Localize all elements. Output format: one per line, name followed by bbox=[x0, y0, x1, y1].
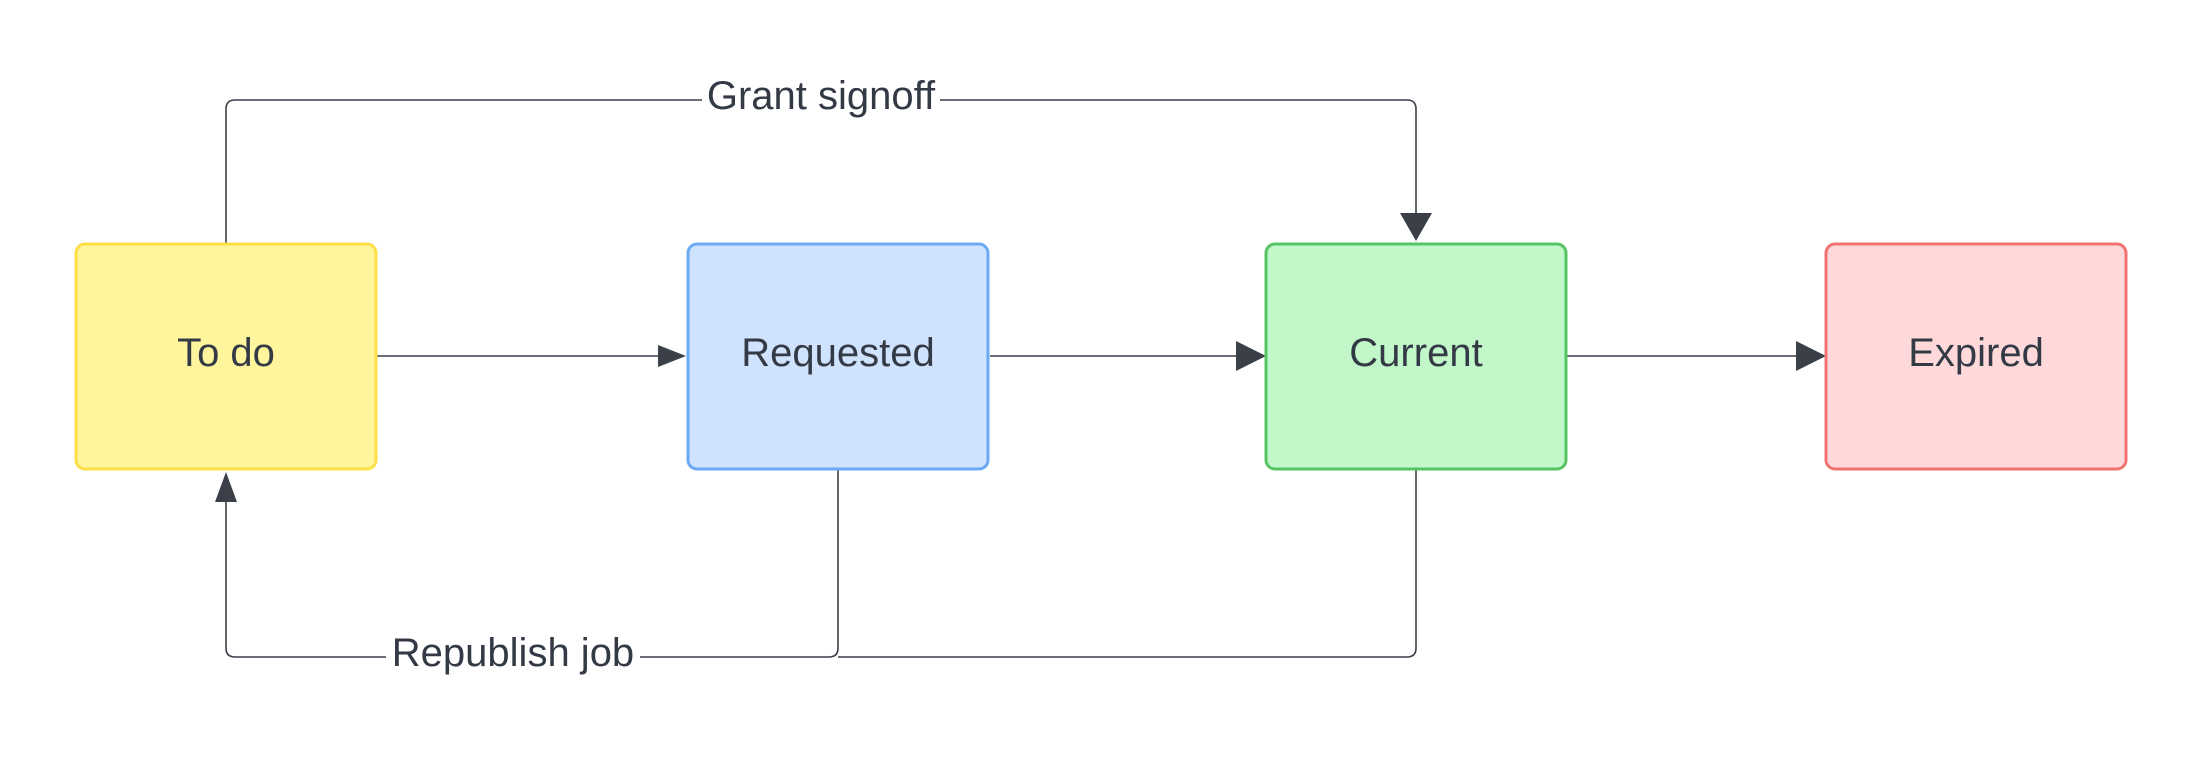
node-todo-label: To do bbox=[177, 331, 275, 375]
arrowhead-current-icon bbox=[1236, 341, 1266, 371]
node-current-box bbox=[1264, 242, 1568, 471]
republish-job-label: Republish job bbox=[392, 631, 634, 675]
node-current[interactable]: Current bbox=[1264, 242, 1568, 471]
node-expired[interactable]: Expired bbox=[1824, 242, 2128, 471]
node-requested[interactable]: Requested bbox=[686, 242, 990, 471]
node-requested-label: Requested bbox=[741, 331, 934, 375]
edge-republish-job bbox=[225, 470, 839, 658]
node-requested-box bbox=[686, 242, 990, 471]
node-todo-box bbox=[74, 242, 378, 471]
arrowhead-requested-icon bbox=[658, 345, 686, 367]
arrowhead-republish-job-icon bbox=[215, 472, 237, 502]
edge-labels: Grant signoff Republish job bbox=[386, 74, 940, 677]
node-current-label: Current bbox=[1349, 331, 1482, 375]
node-todo[interactable]: To do bbox=[74, 242, 378, 471]
grant-signoff-label: Grant signoff bbox=[707, 74, 936, 118]
node-expired-label: Expired bbox=[1908, 331, 2044, 375]
node-expired-box bbox=[1824, 242, 2128, 471]
connectors bbox=[215, 99, 1826, 658]
edge-grant-signoff bbox=[225, 99, 1417, 243]
nodes: To do Requested Current Expired bbox=[74, 242, 2128, 471]
arrowhead-expired-icon bbox=[1796, 341, 1826, 371]
arrowhead-grant-signoff-icon bbox=[1400, 213, 1432, 241]
edge-current-to-todo bbox=[838, 470, 1417, 658]
